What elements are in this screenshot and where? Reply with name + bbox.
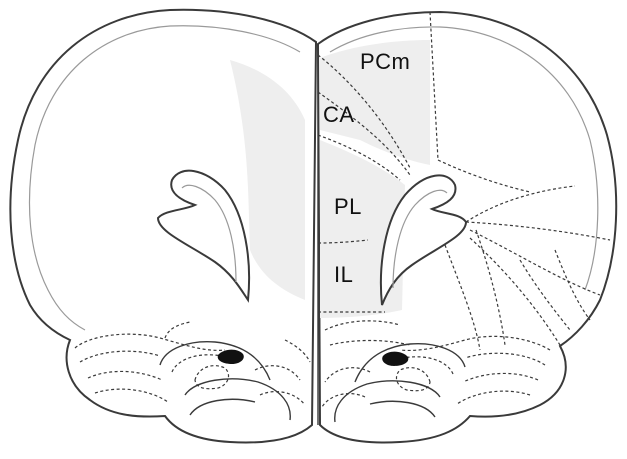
left-hemisphere [10,10,316,443]
region-label-pcm: PCm [360,51,410,73]
region-label-ca: CA [323,104,355,126]
region-label-il: IL [334,264,353,286]
right-hemisphere [318,12,616,442]
region-label-pl: PL [334,196,362,218]
